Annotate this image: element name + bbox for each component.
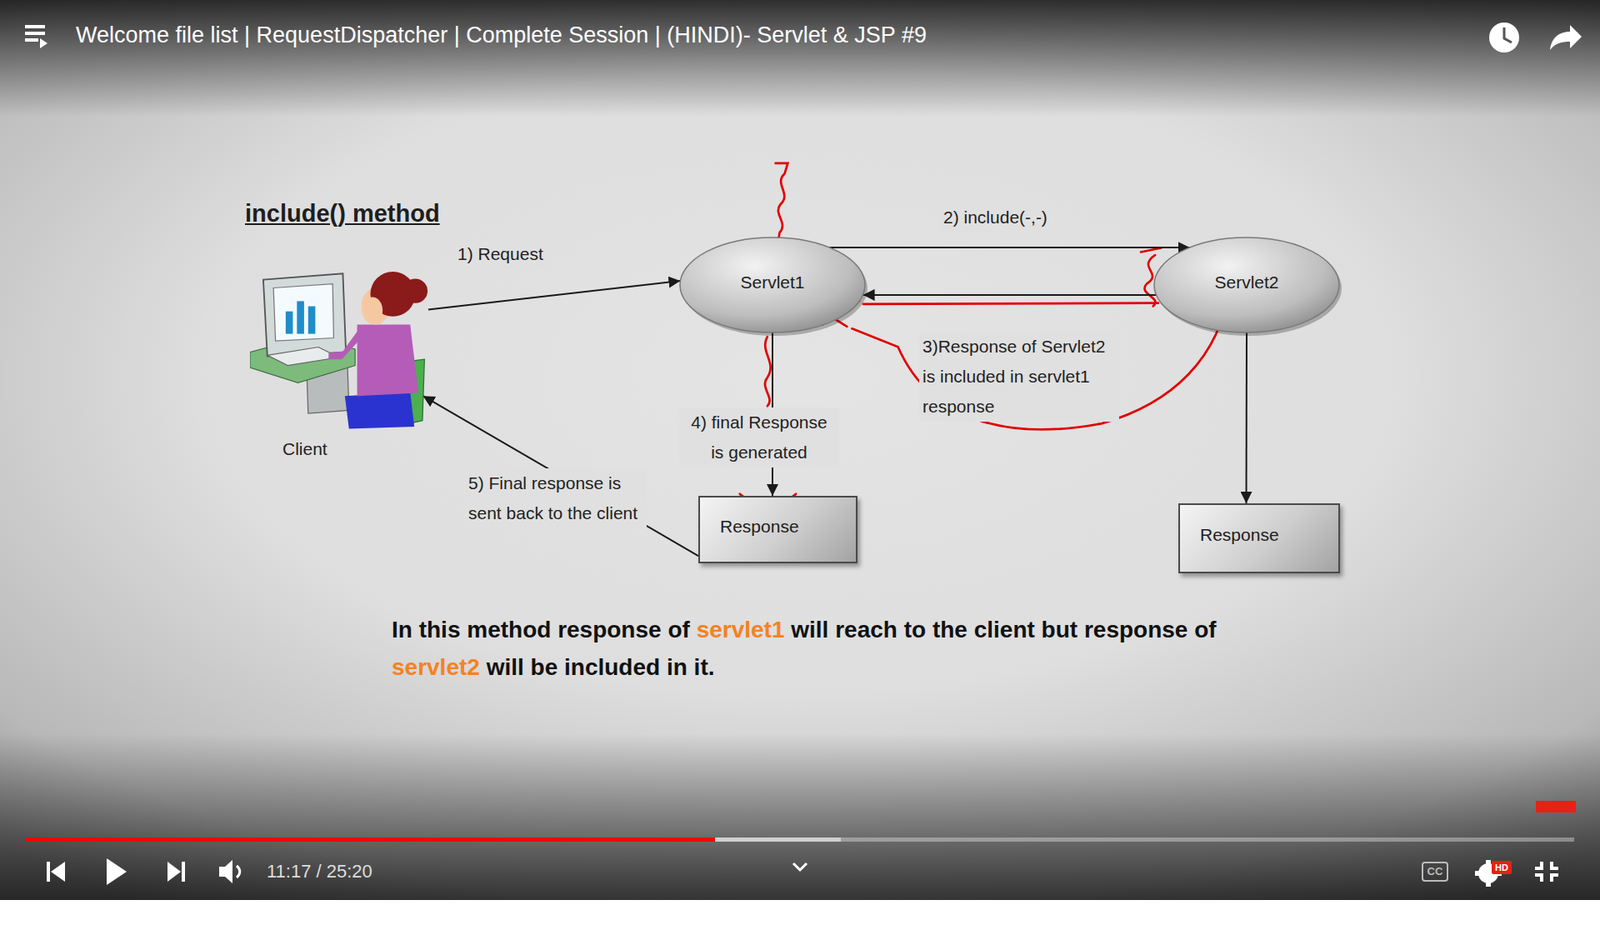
caption-word: to [904,616,926,643]
cc-text-holder: CC [1422,862,1448,881]
caption-word: will [486,654,525,680]
edge-label: 1) Request [454,239,547,270]
caption-word: will [790,616,829,643]
chevron-icon [793,863,807,870]
diagram-heading: include() method [245,200,440,228]
connector-arrow [428,280,680,310]
hd-text-holder: HD [1491,860,1512,875]
next-button [167,861,185,882]
time-display-holder: 11:17 / 25:20 [266,860,373,883]
caption-word: method [466,616,551,643]
caption-word: it. [694,654,715,680]
progress-played [25,837,715,842]
servlet-name: Servlet2 [1214,272,1279,293]
edge-label: 5) Final response is sent back to the cl… [465,468,647,529]
caption-word: In [391,616,413,643]
caption-word: of [1194,616,1216,643]
edge-label-holder: 3)Response of Servlet2 is included in se… [919,331,1120,422]
share-icon [1550,25,1582,50]
response-text: Response [1200,525,1280,545]
caption-word: response [557,616,662,643]
previous-button [46,861,65,882]
heading-holder: include() method [245,200,440,228]
caption-word: in [666,654,688,680]
response-text: Response [720,516,800,537]
volume-icon [219,860,240,884]
connector-arrow [423,395,699,556]
servlet-name: Servlet1 [740,272,805,293]
fullscreen-exit-icon [1535,861,1559,882]
edge-label-holder: 1) Request [454,239,596,270]
ellipse-shape [1154,237,1340,333]
caption-word: be [530,654,559,680]
play-button [106,858,127,885]
caption-holder: In this method response of servlet1 will… [391,610,1234,686]
caption-word: client [974,616,1035,643]
response-box: Response [698,495,858,564]
edge-label-holder: 4) final Response is generated [679,407,840,468]
hd-text: HD [1491,860,1512,875]
cc-badge [1422,862,1448,881]
clock-icon [1489,22,1520,53]
caption: In this method response of servlet1 will… [391,610,1234,686]
progress-buffered [25,837,841,842]
servlet-ellipse: Servlet2 [1152,235,1341,335]
connector-arrow [1245,332,1249,504]
client-figure: Client [250,267,429,460]
highlight-word: servlet2 [391,654,480,680]
cc-text: CC [1422,862,1448,881]
caption-word: of [667,616,690,643]
caption-word: response [1084,616,1189,643]
edge-label-holder: 2) include(-,-) [940,202,1115,233]
edge-label-holder: 5) Final response is sent back to the cl… [465,468,647,529]
video-title: Welcome file list | RequestDispatcher | … [75,22,927,49]
servlet-ellipse: Servlet1 [678,235,867,335]
caption-word: reach [835,616,898,643]
progress-track [25,837,1575,842]
caption-word: included [564,654,660,680]
connector-arrow [863,294,1157,296]
edge-label: 2) include(-,-) [940,202,1051,233]
caption-word: the [932,616,968,643]
top-shade [0,0,1600,117]
client-illustration [250,267,429,439]
edge-label: 4) final Response is generated [679,407,840,468]
edge-label: 3)Response of Servlet2 is included in se… [919,331,1120,422]
ellipse-shape [680,237,865,333]
client-label: Client [250,438,429,460]
connector-arrow [829,246,1190,249]
subscribe-watermark [1535,800,1576,813]
caption-word: but [1041,616,1079,643]
time-display: 11:17 / 25:20 [266,860,373,883]
highlight-word: servlet1 [696,616,785,643]
caption-word: this [419,616,461,643]
response-box: Response [1178,503,1340,574]
video-title-holder: Welcome file list | RequestDispatcher | … [75,22,927,49]
playlist-icon [25,25,48,49]
hd-badge [1491,860,1512,875]
